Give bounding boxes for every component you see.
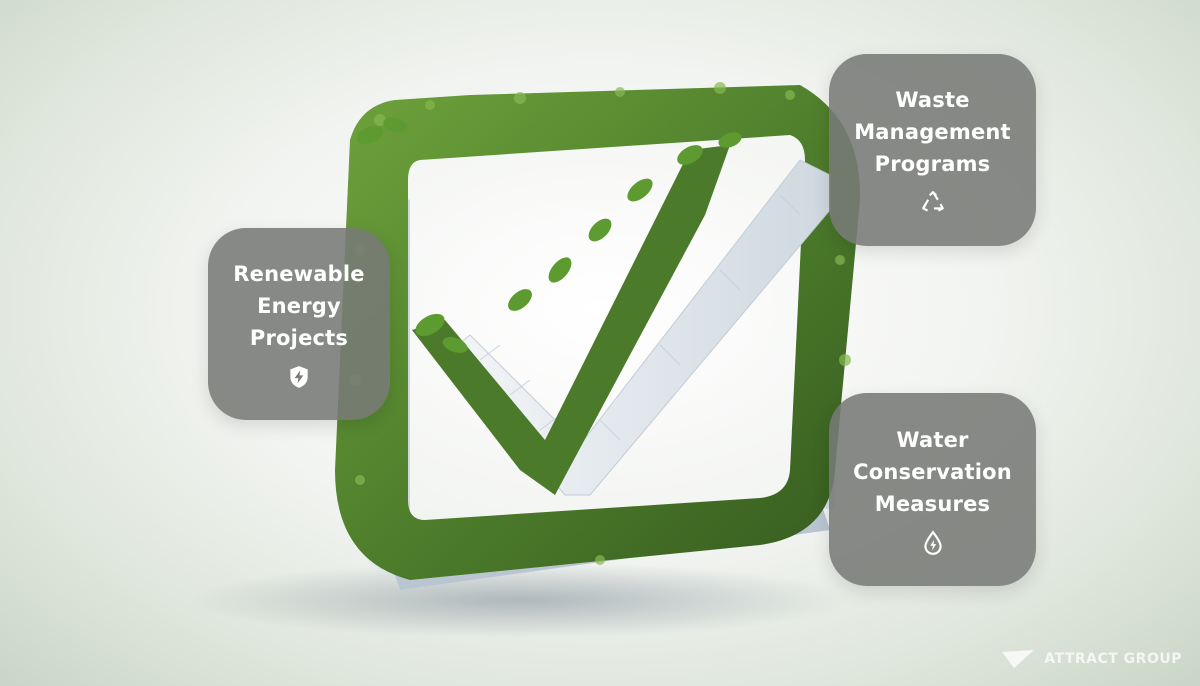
leaves [356,117,742,353]
recycle-icon [921,191,944,212]
watermark-text: ATTRACT GROUP [1044,651,1182,667]
moss-frame [335,85,861,580]
attract-group-watermark: ATTRACT GROUP [1000,648,1182,670]
renewable-energy-title: Renewable Energy Projects [233,262,365,350]
waste-management-card: Waste Management Programs [829,54,1036,246]
water-drop-icon [923,529,942,555]
attract-group-logo-icon [1002,650,1035,668]
shield-bolt-icon [290,366,308,388]
water-conservation-title: Water Conservation Measures [853,427,1012,516]
floor-shadow [190,562,850,638]
waste-management-title: Waste Management Programs [854,88,1011,176]
checkmark-moss [412,145,730,495]
renewable-energy-card: Renewable Energy Projects [208,228,390,420]
water-conservation-card: Water Conservation Measures [829,393,1036,586]
checkmark-grid [479,194,801,441]
